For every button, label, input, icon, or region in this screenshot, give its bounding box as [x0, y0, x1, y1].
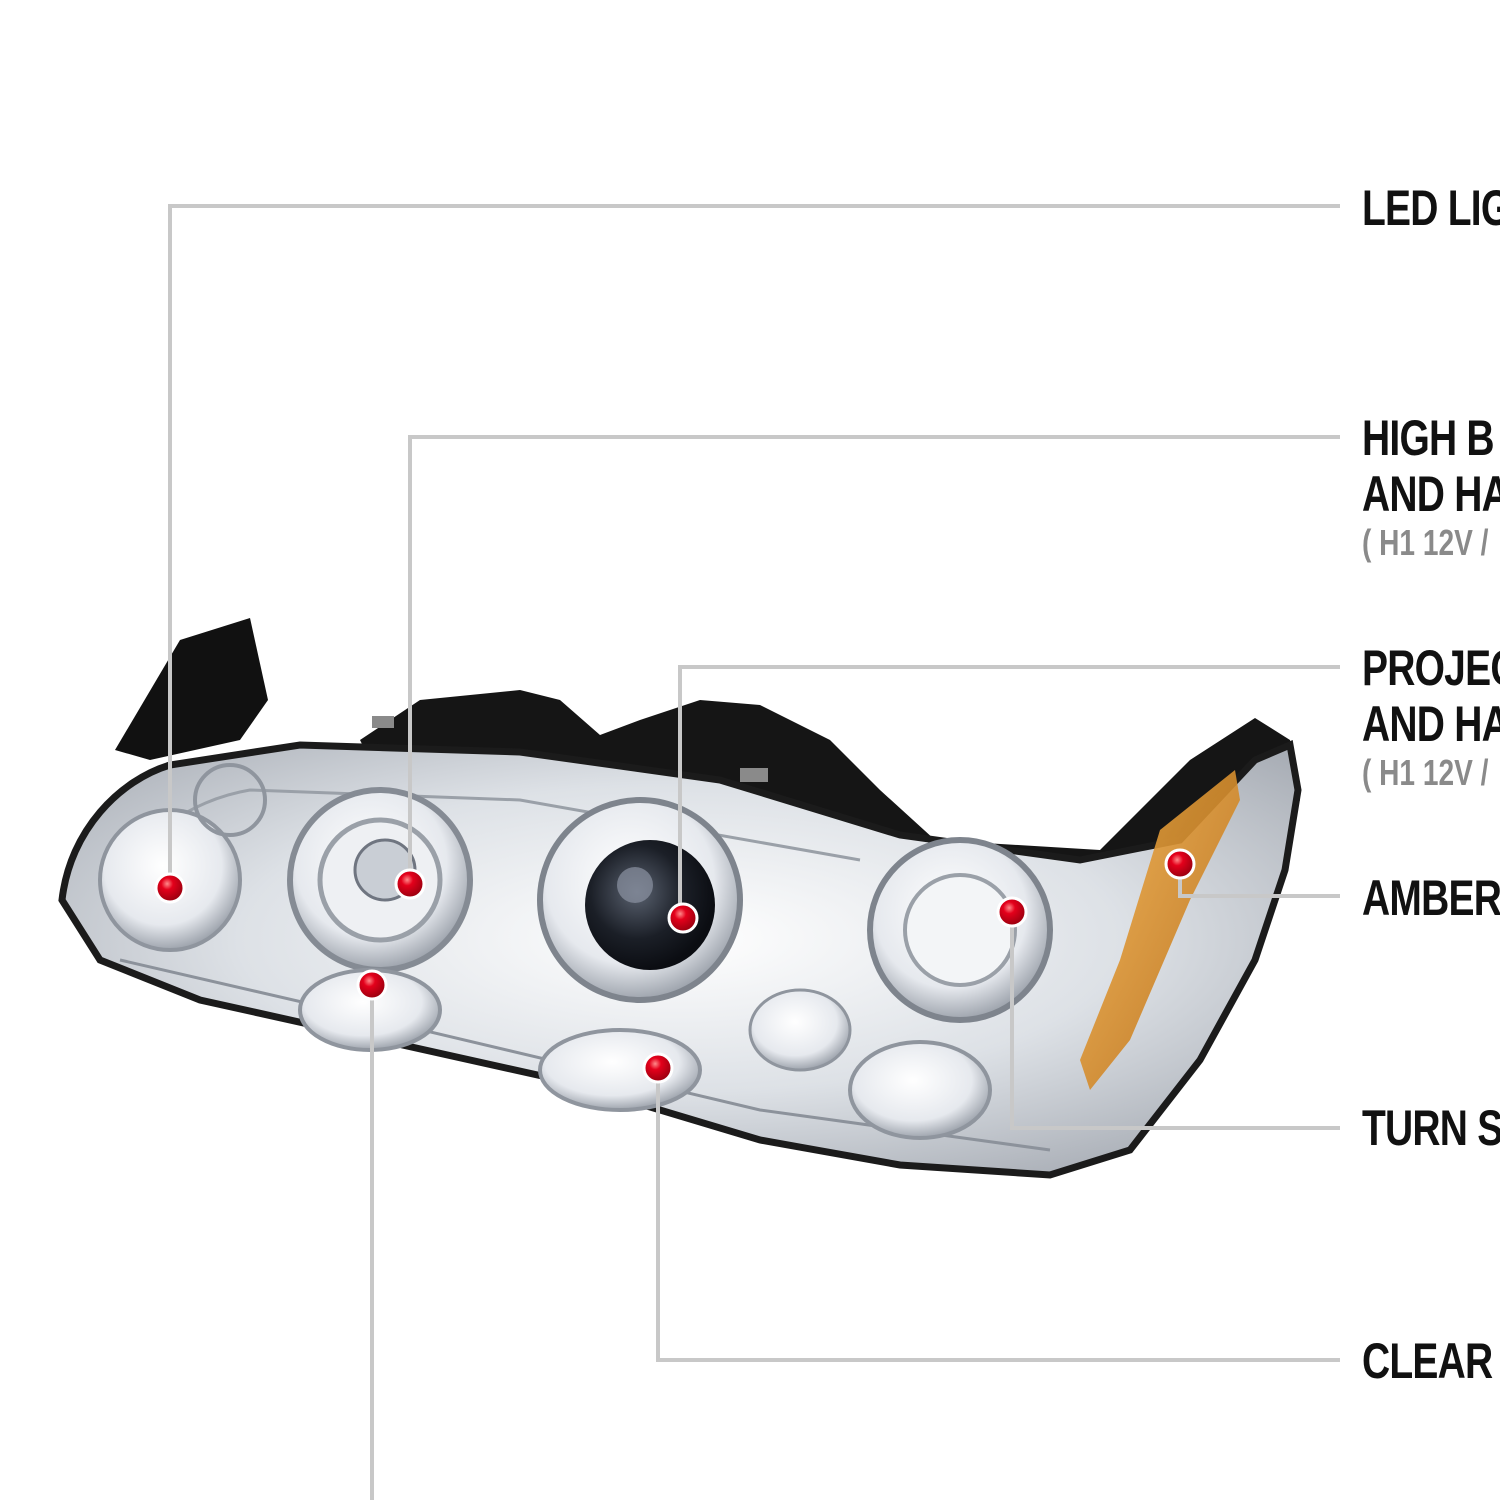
callout-projector-title: PROJEC [1362, 640, 1500, 696]
callout-projector-spec: ( H1 12V / [1362, 752, 1489, 793]
callout-projector-subtitle: AND HA [1362, 696, 1500, 752]
callout-turn-signal-title: TURN S [1362, 1100, 1500, 1156]
leader-lines [168, 204, 1340, 1500]
callout-projector: PROJEC AND HA ( H1 12V / [1362, 640, 1500, 794]
callout-high-beam-title: HIGH B [1362, 410, 1495, 466]
reflector-bowls [98, 763, 1053, 1140]
leader-line-led [168, 204, 1340, 888]
callout-amber-title: AMBER [1362, 870, 1500, 926]
hotspot-markers [154, 848, 1196, 1084]
amber-reflector [1080, 770, 1240, 1090]
hotspot-marker-icon [642, 1052, 674, 1084]
hotspot-marker-icon [667, 902, 699, 934]
hotspot-marker-icon [154, 872, 186, 904]
callout-amber: AMBER [1362, 870, 1500, 926]
hotspot-marker-icon [996, 896, 1028, 928]
callout-high-beam-spec: ( H1 12V / [1362, 522, 1489, 563]
hotspot-marker-icon [356, 969, 388, 1001]
callout-turn-signal: TURN S [1362, 1100, 1500, 1156]
hotspot-marker-icon [394, 868, 426, 900]
callout-clear-lens-title: CLEAR L [1362, 1333, 1500, 1389]
hotspot-marker-icon [1164, 848, 1196, 880]
callout-led: LED LIG [1362, 180, 1500, 236]
callout-clear-lens: CLEAR L [1362, 1333, 1500, 1389]
callout-led-title: LED LIG [1362, 180, 1500, 236]
leader-line-projector [678, 665, 1340, 918]
leader-line-turn-signal [1010, 912, 1340, 1130]
callout-high-beam-subtitle: AND HA [1362, 466, 1500, 522]
leader-line-clear-lens [656, 1068, 1340, 1362]
rear-housing [115, 618, 1300, 900]
callout-high-beam: HIGH B AND HA ( H1 12V / [1362, 410, 1500, 564]
leader-line-high-beam [408, 435, 1340, 884]
